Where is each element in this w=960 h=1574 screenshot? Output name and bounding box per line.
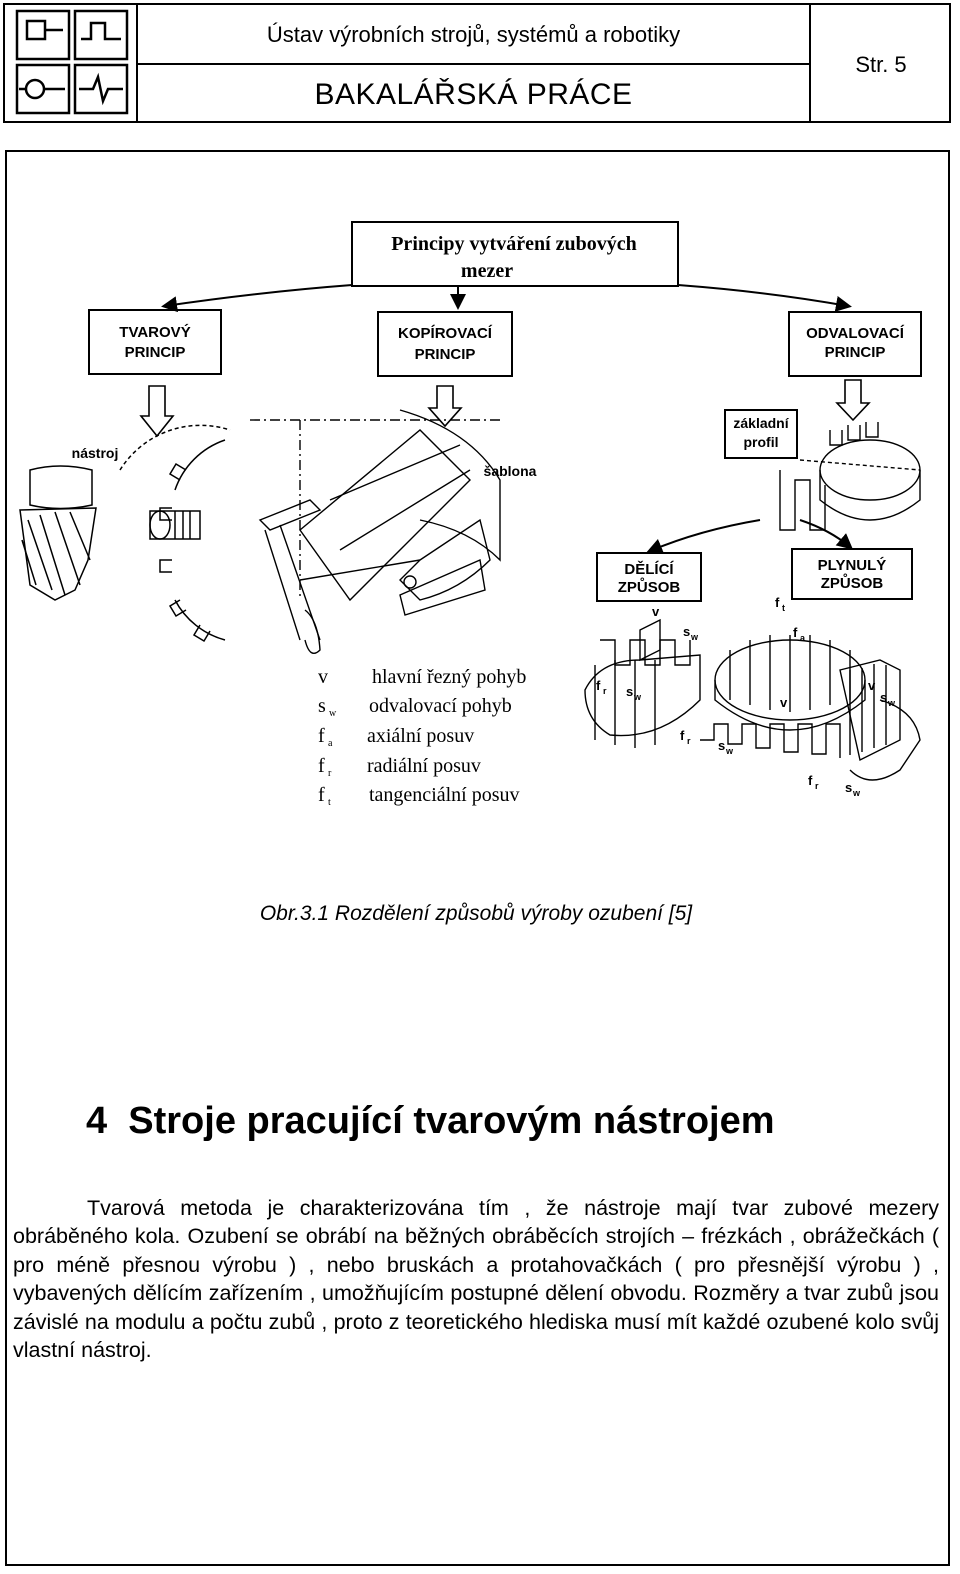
svg-text:f: f <box>808 773 813 788</box>
svg-text:t: t <box>782 603 785 613</box>
shape-principle-box <box>88 309 222 375</box>
section-number: 4 <box>86 1100 108 1142</box>
continuous-method-line2: ZPŮSOB <box>821 573 884 592</box>
legend-symbol-fa: f <box>318 725 325 747</box>
dividing-method-line2: ZPŮSOB <box>618 577 681 596</box>
legend-text-fr: radiální posuv <box>367 755 481 777</box>
dividing-method-line1: DĚLÍCÍ <box>624 560 674 578</box>
svg-text:w: w <box>690 632 699 642</box>
generating-principle-box <box>788 311 922 377</box>
thesis-type: BAKALÁŘSKÁ PRÁCE <box>314 78 633 111</box>
svg-text:v: v <box>780 695 788 710</box>
generating-principle-line1: ODVALOVACÍ <box>806 325 905 342</box>
form-cutter-drawing <box>19 424 231 643</box>
base-profile-line1: základní <box>733 415 789 431</box>
generating-gear-drawing <box>779 422 921 531</box>
svg-text:v: v <box>652 604 660 619</box>
page-header: Ústav výrobních strojů, systémů a roboti… <box>3 3 951 123</box>
content-frame <box>5 150 950 1566</box>
svg-text:w: w <box>329 708 337 719</box>
template-label: šablona <box>484 463 537 479</box>
section-heading: 4 Stroje pracující tvarovým nástrojem <box>86 1100 775 1143</box>
continuous-method-line1: PLYNULÝ <box>818 556 887 574</box>
copying-mechanism-drawing <box>250 409 501 654</box>
svg-text:a: a <box>800 633 806 643</box>
legend-text-sw: odvalovací pohyb <box>369 695 512 717</box>
svg-text:r: r <box>328 768 332 779</box>
section-title: Stroje pracující tvarovým nástrojem <box>128 1100 775 1142</box>
legend-text-fa: axiální posuv <box>367 725 474 747</box>
svg-text:f: f <box>793 625 798 640</box>
principles-title-line2: mezer <box>461 260 513 282</box>
motion-legend: v hlavní řezný pohyb s w odvalovací pohy… <box>318 666 526 808</box>
svg-text:v: v <box>868 678 876 693</box>
legend-symbol-ft: f <box>318 784 325 806</box>
tool-label: nástroj <box>72 445 119 461</box>
svg-text:f: f <box>775 595 780 610</box>
svg-text:w: w <box>852 788 861 798</box>
svg-text:s: s <box>718 738 725 753</box>
svg-text:t: t <box>328 797 331 808</box>
svg-text:f: f <box>680 728 685 743</box>
shape-principle-line2: PRINCIP <box>125 344 186 361</box>
svg-text:s: s <box>880 690 887 705</box>
copy-principle-box <box>377 311 513 377</box>
page-number: Str. 5 <box>855 52 907 77</box>
svg-text:s: s <box>626 684 633 699</box>
generating-principle-line2: PRINCIP <box>825 344 886 361</box>
copy-principle-line2: PRINCIP <box>415 346 476 363</box>
shape-principle-line1: TVAROVÝ <box>119 323 190 341</box>
gear-manufacturing-diagram: Principy vytváření zubových mezer TVAROV… <box>19 221 922 808</box>
legend-text-v: hlavní řezný pohyb <box>372 666 526 688</box>
institute-name: Ústav výrobních strojů, systémů a roboti… <box>138 5 809 65</box>
legend-symbol-sw: s <box>318 695 326 717</box>
svg-text:w: w <box>725 746 734 756</box>
svg-text:s: s <box>845 780 852 795</box>
institute-logo <box>5 5 138 121</box>
svg-text:f: f <box>596 678 601 693</box>
copy-principle-line1: KOPÍROVACÍ <box>398 325 493 342</box>
svg-text:r: r <box>687 736 691 746</box>
principles-box <box>351 221 679 287</box>
base-profile-line2: profil <box>744 434 779 450</box>
header-titles: Ústav výrobních strojů, systémů a roboti… <box>138 5 811 121</box>
svg-text:w: w <box>633 692 642 702</box>
principles-title-line1: Principy vytváření zubových <box>391 233 637 255</box>
legend-text-ft: tangenciální posuv <box>369 784 520 806</box>
svg-text:s: s <box>683 624 690 639</box>
svg-text:r: r <box>815 781 819 791</box>
svg-text:w: w <box>887 698 896 708</box>
figure-caption: Obr.3.1 Rozdělení způsobů výroby ozubení… <box>259 902 693 925</box>
legend-symbol-fr: f <box>318 755 325 777</box>
svg-text:a: a <box>328 738 333 749</box>
svg-text:r: r <box>603 686 607 696</box>
gear-cutting-drawings <box>584 618 921 781</box>
body-paragraph: Tvarová metoda je charakterizována tím ,… <box>13 1196 939 1363</box>
legend-symbol-v: v <box>318 666 328 688</box>
